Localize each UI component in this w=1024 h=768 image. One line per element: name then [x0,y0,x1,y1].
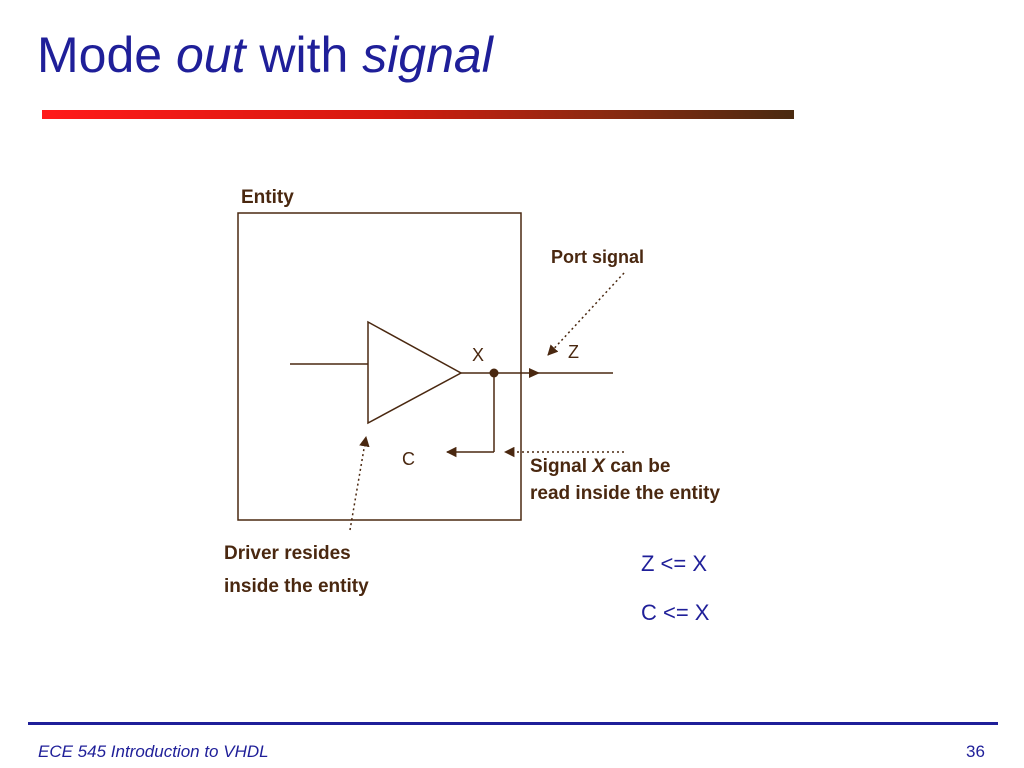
title-out: out [175,27,246,83]
page-number: 36 [966,742,985,761]
z-signal-label: Z [568,342,579,362]
driver-pointer [349,435,370,531]
readable-note-line1: Signal X can be [530,456,670,478]
readable-note-line2: read inside the entity [530,483,721,504]
entity-label: Entity [241,187,294,208]
entity-box [237,212,522,521]
readable-note-canbe: can be [604,456,671,477]
title-underline-bar [42,110,794,119]
c-signal-label: C [402,449,415,469]
readable-note-signal: Signal [530,456,593,477]
slide-title: Mode out with signal [37,28,493,83]
z-direction-arrowhead [529,368,540,378]
title-mode: Mode [37,27,176,83]
code-line-c: C <= X [641,600,710,625]
driver-note-line1: Driver resides [224,543,351,564]
x-signal-label: X [472,345,485,365]
port-signal-pointer [547,272,625,356]
x-junction-dot [489,368,499,378]
driver-note-line2: inside the entity [224,576,369,597]
footer-course: ECE 545 Introduction to VHDL [38,742,269,761]
title-with: with [245,27,363,83]
readable-note-x: X [592,456,605,477]
port-signal-label: Port signal [551,247,645,267]
title-signal: signal [362,27,493,83]
code-line-z: Z <= X [641,551,708,576]
footer-rule [28,722,998,725]
buffer-triangle [367,320,463,425]
